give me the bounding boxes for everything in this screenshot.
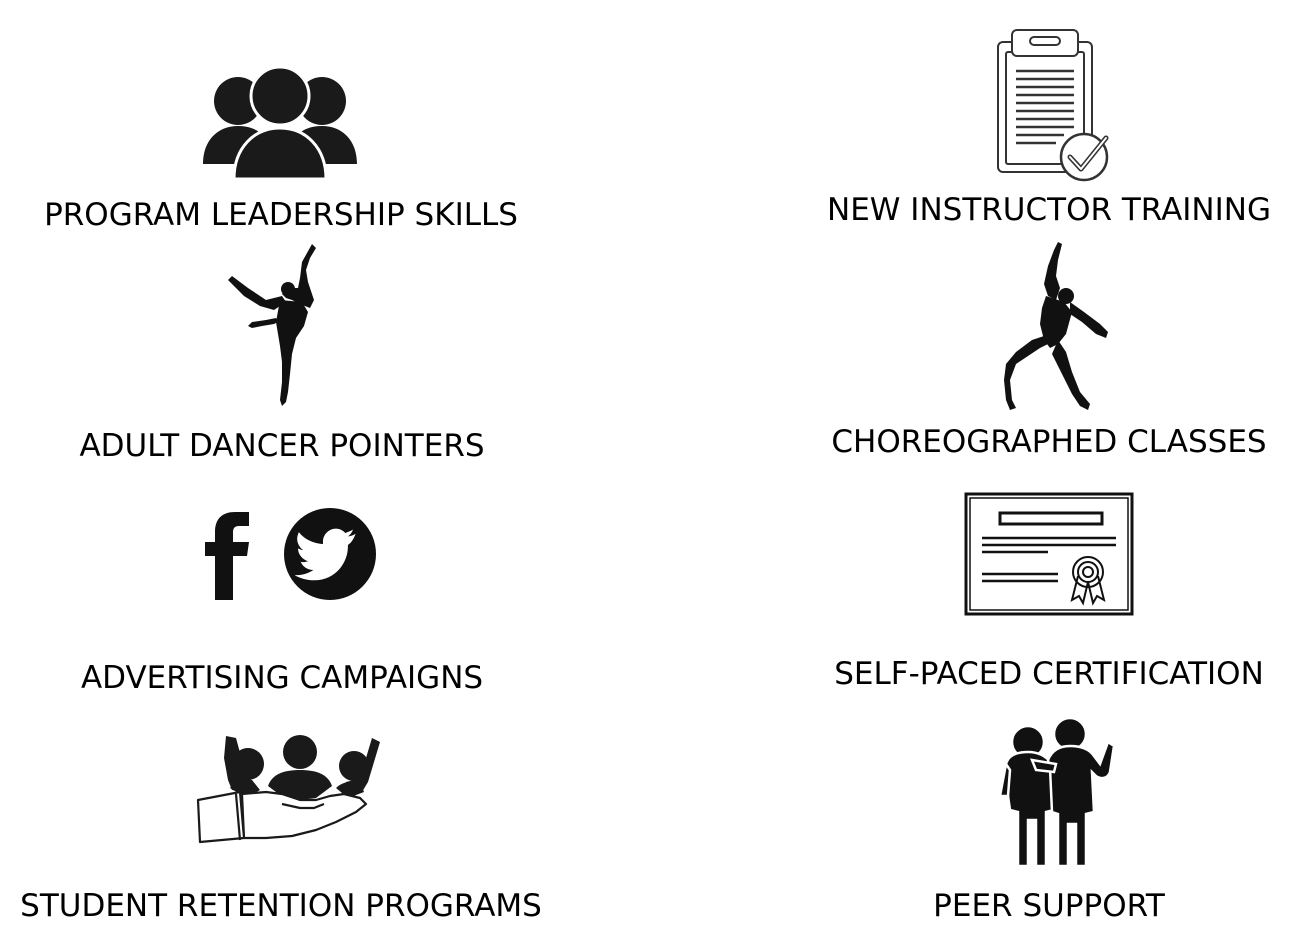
clipboard-check-icon xyxy=(997,29,1109,182)
feature-label: CHOREOGRAPHED CLASSES xyxy=(831,424,1267,460)
modern-dancer-icon xyxy=(1004,242,1108,410)
peer-support-icon xyxy=(998,716,1116,868)
feature-label: NEW INSTRUCTOR TRAINING xyxy=(827,192,1271,228)
feature-label: ADVERTISING CAMPAIGNS xyxy=(80,660,484,696)
twitter-icon xyxy=(284,508,376,600)
group-people-icon xyxy=(203,66,357,180)
hand-holding-people-icon xyxy=(196,735,380,844)
feature-label: PROGRAM LEADERSHIP SKILLS xyxy=(44,197,518,233)
ballet-dancer-icon xyxy=(228,244,316,406)
certificate-icon xyxy=(964,492,1134,616)
feature-label: PEER SUPPORT xyxy=(933,888,1165,924)
facebook-icon xyxy=(205,512,249,600)
feature-label: STUDENT RETENTION PROGRAMS xyxy=(20,888,542,924)
feature-label: SELF-PACED CERTIFICATION xyxy=(834,656,1264,692)
feature-label: ADULT DANCER POINTERS xyxy=(79,428,485,464)
